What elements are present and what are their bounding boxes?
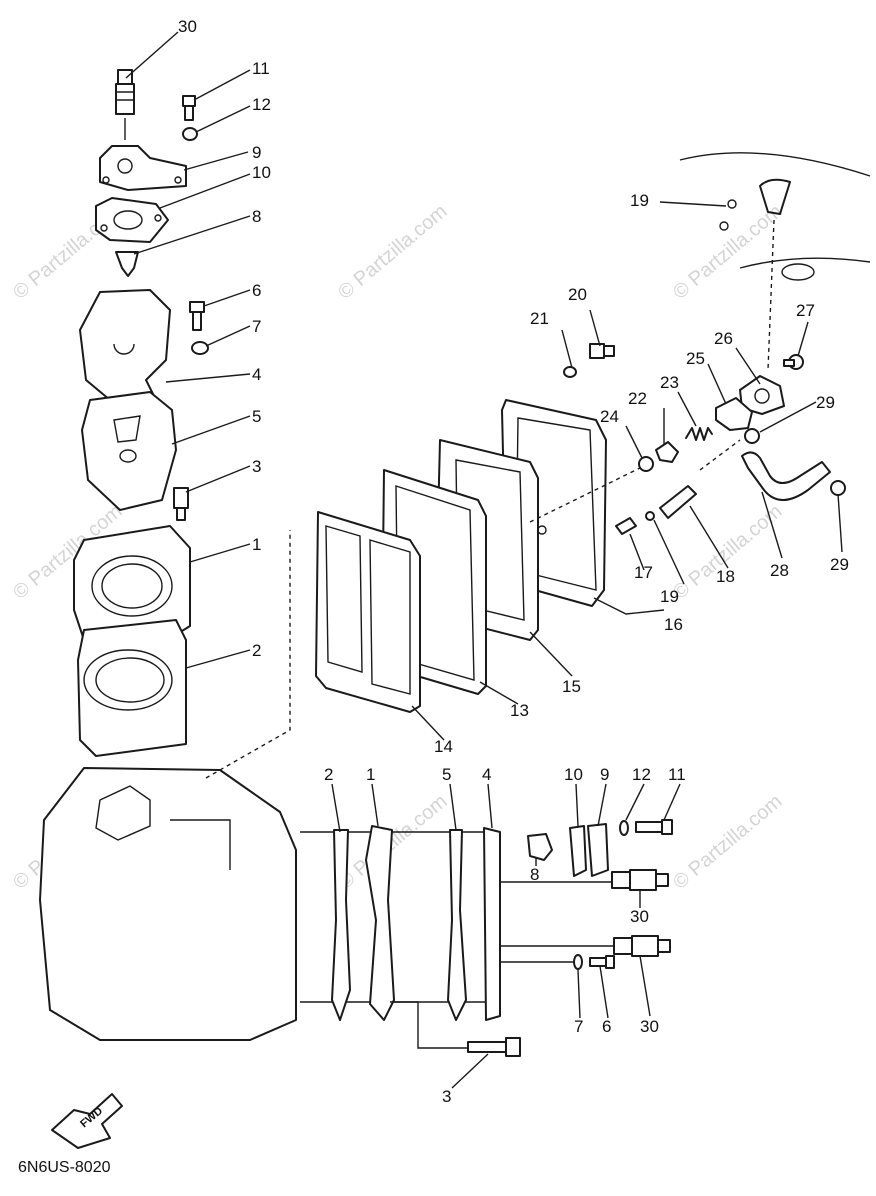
callout-1: 1 [252,535,261,554]
callout-20: 20 [568,285,587,304]
callout-9: 9 [600,765,609,784]
part-30-sender [115,69,135,140]
callout-29: 29 [816,393,835,412]
part-29-clamp-b [830,480,846,496]
diagram-code: 6N6US-8020 [18,1159,111,1176]
part-18-pipe [659,485,697,519]
part-11-bolt [182,95,196,121]
callout-17: 17 [634,563,653,582]
callout-29: 29 [830,555,849,574]
part-9-cover [99,145,187,191]
callout-16: 16 [664,615,683,634]
watermark: © Partzilla.com [669,200,786,303]
part-14-reed-valve [315,511,421,713]
watermark: © Partzilla.com [334,790,451,893]
callout-12: 12 [632,765,651,784]
part-25-gasket [715,397,753,431]
callout-6: 6 [252,281,261,300]
part-27-bolt [783,354,804,370]
callout-4: 4 [482,765,491,784]
side-part-10 [569,825,587,877]
watermark: © Partzilla.com [334,200,451,303]
callout-3: 3 [252,457,261,476]
side-part-8 [527,833,553,861]
part-23-spring [685,427,713,441]
callout-19: 19 [660,587,679,606]
callout-23: 23 [660,373,679,392]
part-10-gasket [95,197,169,243]
part-22-valve [655,441,679,463]
leader-lines [125,31,843,1089]
callout-21: 21 [530,309,549,328]
callout-25: 25 [686,349,705,368]
side-part-5 [447,829,467,1021]
callout-30: 30 [630,907,649,926]
part-29-clamp [744,428,760,444]
hose-top [759,178,791,215]
side-part-2 [331,829,351,1021]
part-21-washer [563,366,577,378]
callout-3: 3 [442,1087,451,1106]
callout-28: 28 [770,561,789,580]
callout-2: 2 [324,765,333,784]
callout-7: 7 [252,317,261,336]
side-part-6 [589,955,615,969]
callout-1: 1 [366,765,375,784]
side-part-12 [619,820,629,836]
part-7-washer [191,341,209,355]
side-part-9 [587,823,609,877]
side-part-11 [635,819,673,835]
part-6-bolt [189,301,205,331]
callout-12: 12 [252,95,271,114]
reed-valve-plates [315,399,607,713]
callout-11: 11 [252,59,270,78]
side-part-7 [573,954,583,970]
callout-7: 7 [574,1017,583,1036]
callout-30: 30 [640,1017,659,1036]
callout-6: 6 [602,1017,611,1036]
callout-24: 24 [600,407,619,426]
callout-5: 5 [252,407,261,426]
left-parts-stack [39,69,297,1041]
part-12-washer [182,127,198,141]
callout-22: 22 [628,389,647,408]
callout-13: 13 [510,701,529,720]
callout-26: 26 [714,329,733,348]
callout-10: 10 [252,163,271,182]
fwd-arrow: FWD [51,1093,123,1149]
callout-5: 5 [442,765,451,784]
part-5-gasket [81,391,177,511]
side-part-30a [611,869,669,891]
callout-numbers: 30 11 12 9 10 8 6 7 4 5 3 1 2 19 20 21 2… [178,17,849,1106]
side-view-row [300,819,673,1057]
side-part-3 [467,1037,521,1057]
side-part-30b [613,935,671,957]
callout-9: 9 [252,143,261,162]
callout-10: 10 [564,765,583,784]
callout-8: 8 [252,207,261,226]
callout-8: 8 [530,865,539,884]
callout-2: 2 [252,641,261,660]
part-19-oring [645,511,655,521]
callout-27: 27 [796,301,815,320]
side-part-1 [365,825,395,1021]
part-3-bolt [173,487,189,521]
callout-11: 11 [668,765,686,784]
watermark: © Partzilla.com [669,790,786,893]
callout-19: 19 [630,191,649,210]
callout-18: 18 [716,567,735,586]
callout-4: 4 [252,365,261,384]
part-17-dowel [615,517,637,535]
side-part-4 [483,827,501,1021]
part-20-bolt [589,343,615,359]
top-right-parts [529,152,871,535]
engine-block [39,767,297,1041]
part-28-hose [741,451,831,501]
callout-15: 15 [562,677,581,696]
callout-30: 30 [178,17,197,36]
part-24-seal [638,456,654,472]
callout-14: 14 [434,737,453,756]
part-8-thermostat [115,251,139,277]
